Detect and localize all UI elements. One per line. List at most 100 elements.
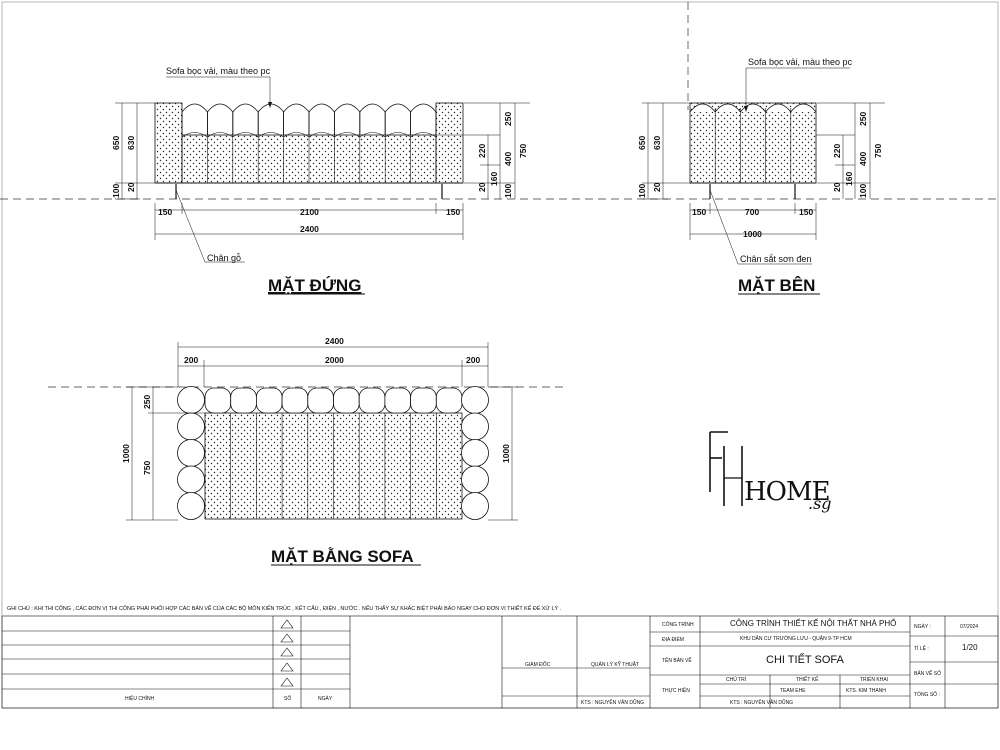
front-dim-r-250: 250 bbox=[503, 112, 513, 126]
side-dim-r-100: 100 bbox=[858, 184, 868, 198]
revision-triangle bbox=[280, 619, 294, 629]
front-left-arm bbox=[154, 102, 183, 184]
plan-arm-roll bbox=[177, 412, 205, 441]
revision-triangle bbox=[280, 677, 294, 687]
front-view: Sofa bọc vải, màu theo pc Chân gỗ 150 21… bbox=[111, 66, 530, 295]
side-dim-r-160: 160 bbox=[844, 172, 854, 186]
plan-back-cushion bbox=[384, 387, 411, 414]
front-dim-w-right: 150 bbox=[446, 207, 460, 217]
side-cushions bbox=[689, 103, 817, 183]
tb-tech-name: KTS : NGUYỄN VĂN DŨNG bbox=[581, 699, 644, 706]
side-dim-h-20: 20 bbox=[652, 182, 662, 192]
revision-markers bbox=[280, 619, 294, 687]
front-dim-r-750: 750 bbox=[518, 144, 528, 158]
plan-back-cushion bbox=[255, 387, 283, 414]
front-fabric-callout: Sofa bọc vải, màu theo pc bbox=[166, 66, 271, 76]
logo-suffix: .sg bbox=[808, 494, 832, 513]
front-dim-w-left: 150 bbox=[158, 207, 172, 217]
plan-arm-roll bbox=[461, 465, 489, 494]
side-dim-w-right: 150 bbox=[799, 207, 813, 217]
plan-dim-l-1000: 1000 bbox=[121, 444, 131, 463]
side-cushion-top bbox=[765, 103, 792, 113]
tb-project-value: CÔNG TRÌNH THIẾT KẾ NỘI THẤT NHÀ PHỐ bbox=[730, 618, 896, 628]
plan-back-cushion bbox=[281, 387, 309, 414]
tb-executor-label: THỰC HIỆN bbox=[662, 686, 690, 694]
front-leg-leader bbox=[175, 189, 206, 263]
tb-date-label: NGÀY bbox=[318, 695, 333, 702]
tb-project-label: CÔNG TRÌNH bbox=[662, 621, 694, 628]
side-dotted-fill bbox=[790, 103, 816, 183]
tb-owner-value: KTS : NGUYỄN VĂN DŨNG bbox=[730, 699, 793, 706]
front-back-cushion bbox=[308, 103, 335, 135]
front-dim-r-220: 220 bbox=[477, 144, 487, 158]
side-dotted-fill bbox=[716, 103, 790, 183]
tb-designer-label: THIẾT KẾ bbox=[796, 676, 819, 683]
front-dim-h-650: 650 bbox=[111, 136, 121, 150]
tb-date-key: NGÀY : bbox=[914, 623, 931, 630]
fhome-logo: HOME .sg bbox=[709, 431, 832, 513]
plan-view: 2400 200 2000 200 1000 250 750 1000 MẶT … bbox=[121, 336, 518, 566]
front-back-cushion bbox=[410, 103, 437, 135]
plan-dim-l-750: 750 bbox=[142, 461, 152, 475]
front-leg-callout: Chân gỗ bbox=[207, 253, 241, 263]
front-back-cushion bbox=[207, 103, 234, 135]
front-dim-r-160: 160 bbox=[489, 172, 499, 186]
front-dim-r-400: 400 bbox=[503, 152, 513, 166]
front-back-cushion bbox=[359, 103, 386, 135]
side-dim-w-mid: 700 bbox=[745, 207, 759, 217]
tb-revision-label: HIỆU CHỈNH bbox=[125, 694, 155, 702]
plan-back-cushion bbox=[358, 387, 386, 414]
tb-designer-value: TEAM EHE bbox=[780, 688, 806, 694]
plan-back-cushion bbox=[410, 387, 437, 414]
tb-director-label: GIÁM ĐỐC bbox=[525, 661, 551, 668]
plan-arm-roll bbox=[177, 439, 205, 467]
plan-arm-roll bbox=[461, 492, 489, 520]
tb-owner-label: CHỦ TRÌ bbox=[726, 676, 747, 683]
plan-arm-roll bbox=[177, 492, 205, 520]
plan-dim-w-left: 200 bbox=[184, 355, 198, 365]
side-dim-r-220: 220 bbox=[832, 144, 842, 158]
front-dim-h-20: 20 bbox=[126, 182, 136, 192]
revision-triangle bbox=[280, 647, 294, 657]
side-cushion-top bbox=[790, 103, 817, 113]
plan-dim-l-250: 250 bbox=[142, 395, 152, 409]
plan-cushions bbox=[177, 386, 489, 520]
plan-arm-roll bbox=[461, 386, 489, 414]
side-leg-callout: Chân sắt sơn đen bbox=[740, 254, 811, 264]
front-dim-w-total: 2400 bbox=[300, 224, 319, 234]
plan-dim-r-1000: 1000 bbox=[501, 444, 511, 463]
plan-dim-w-right: 200 bbox=[466, 355, 480, 365]
tb-sheet-key: BẢN VẼ SỐ bbox=[914, 670, 941, 677]
tb-location-label: ĐỊA ĐIỂM bbox=[662, 636, 684, 643]
tb-scale-key: TỈ LỆ : bbox=[914, 644, 929, 652]
side-dim-w-total: 1000 bbox=[743, 229, 762, 239]
tb-date-value: 07/2024 bbox=[960, 624, 978, 630]
plan-back-cushion bbox=[307, 387, 334, 414]
side-view-title: MẶT BÊN bbox=[738, 276, 815, 295]
tb-tech-label: QUẢN LÝ KỸ THUẬT bbox=[591, 661, 639, 668]
front-back-cushions bbox=[181, 103, 437, 138]
plan-arm-roll bbox=[177, 386, 205, 414]
plan-dim-w-mid: 2000 bbox=[325, 355, 344, 365]
logo-text: HOME bbox=[744, 477, 830, 507]
front-back-cushion bbox=[283, 103, 310, 135]
plan-dim-w-total: 2400 bbox=[325, 336, 344, 346]
front-view-title: MẶT ĐỨNG bbox=[268, 276, 361, 295]
side-dim-r-250: 250 bbox=[858, 112, 868, 126]
plan-arm-roll bbox=[461, 412, 489, 441]
front-dim-w-mid: 2100 bbox=[300, 207, 319, 217]
front-dim-r-20: 20 bbox=[477, 182, 487, 192]
plan-back-cushion bbox=[230, 387, 257, 414]
title-block bbox=[1, 615, 999, 709]
tb-deploy-label: TRIỂN KHAI bbox=[860, 676, 888, 683]
side-dim-h-630: 630 bbox=[652, 136, 662, 150]
tb-deploy-value: KTS. KIM THANH bbox=[846, 688, 886, 694]
side-view: Sofa bọc vải, màu theo pc Chân sắt sơn đ… bbox=[637, 57, 885, 295]
tb-total-key: TỔNG SỐ : bbox=[914, 691, 940, 698]
front-back-cushion bbox=[181, 103, 208, 135]
revision-triangle bbox=[280, 662, 294, 672]
tb-drawing-value: CHI TIẾT SOFA bbox=[766, 653, 844, 666]
side-dim-r-750: 750 bbox=[873, 144, 883, 158]
tb-no-label: SỐ bbox=[284, 695, 291, 702]
side-fabric-callout: Sofa bọc vải, màu theo pc bbox=[748, 57, 853, 67]
